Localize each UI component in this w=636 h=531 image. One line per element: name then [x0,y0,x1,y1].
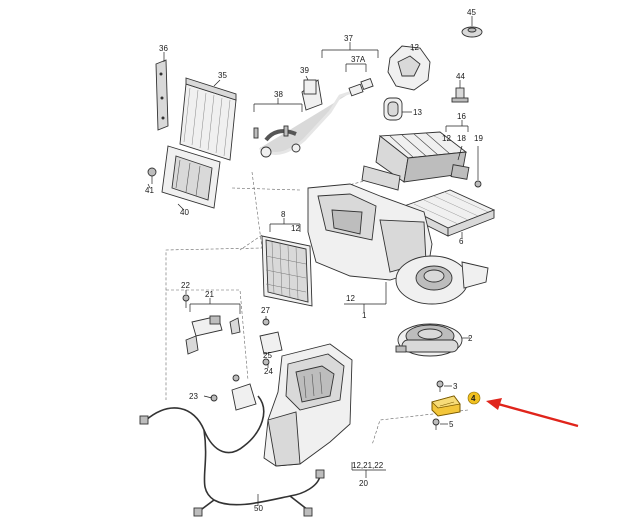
part-41-screw [147,167,157,184]
part-8-pollen-filter [261,235,313,307]
label-27: 27 [261,306,270,315]
part-3-screw [436,380,444,392]
part-50-wiring-harness [139,395,325,517]
label-35: 35 [218,71,227,80]
part-strip [361,165,401,191]
part-36-bracket [155,59,169,131]
part-18-actuator [450,164,482,188]
highlight-dot [467,391,481,405]
label-6: 6 [459,237,464,246]
label-4: 4 [471,394,476,403]
part-22-screw [182,294,190,308]
label-39: 39 [300,66,309,75]
part-20-lower-housing [263,343,353,467]
label-23: 23 [189,392,198,401]
part-25-screw [262,358,270,366]
label-12-21-22: 12,21,22 [352,461,384,470]
label-12-housing: 12 [346,294,355,303]
leader-lines [147,42,479,506]
part-40-evaporator [161,145,221,209]
label-25: 25 [263,351,272,360]
label-41: 41 [145,186,154,195]
part-21-actuator [185,315,241,355]
part-16-flaps [375,131,468,183]
label-37: 37 [344,34,353,43]
label-36: 36 [159,44,168,53]
label-2: 2 [468,334,473,343]
label-12-top: 12 [410,43,419,52]
part-12-seal [387,45,431,91]
label-19: 19 [474,134,483,143]
label-18: 18 [457,134,466,143]
part-24-actuator [259,331,283,355]
label-45: 45 [467,8,476,17]
part-35-heater-core [179,77,237,161]
part-1-housing [307,183,489,305]
label-8: 8 [281,210,286,219]
label-37a: 37A [351,55,366,64]
label-16: 16 [457,112,466,121]
callout-labels: 45 36 37 12 37A 39 35 44 38 13 16 12 18 … [145,8,483,513]
label-12-flaps: 12 [442,134,451,143]
label-22: 22 [181,281,190,290]
label-40: 40 [180,208,189,217]
label-20: 20 [359,479,368,488]
label-12-filter: 12 [291,224,300,233]
label-44: 44 [456,72,465,81]
part-13-ring [383,97,412,121]
part-2-blower-motor [395,323,463,357]
label-21: 21 [205,290,214,299]
label-50: 50 [254,504,263,513]
part-4-resistor [431,395,461,417]
pointer-arrow [486,398,579,428]
part-23-actuator [210,374,257,411]
part-5-screw [432,418,440,430]
label-13: 13 [413,108,422,117]
label-5: 5 [449,420,454,429]
label-1: 1 [362,311,367,320]
label-24: 24 [264,367,273,376]
label-3: 3 [453,382,458,391]
part-38-fittings [253,125,301,158]
part-39-sensor [303,79,317,95]
part-45-cap [461,16,483,38]
label-38: 38 [274,90,283,99]
part-44-valve [451,80,469,103]
